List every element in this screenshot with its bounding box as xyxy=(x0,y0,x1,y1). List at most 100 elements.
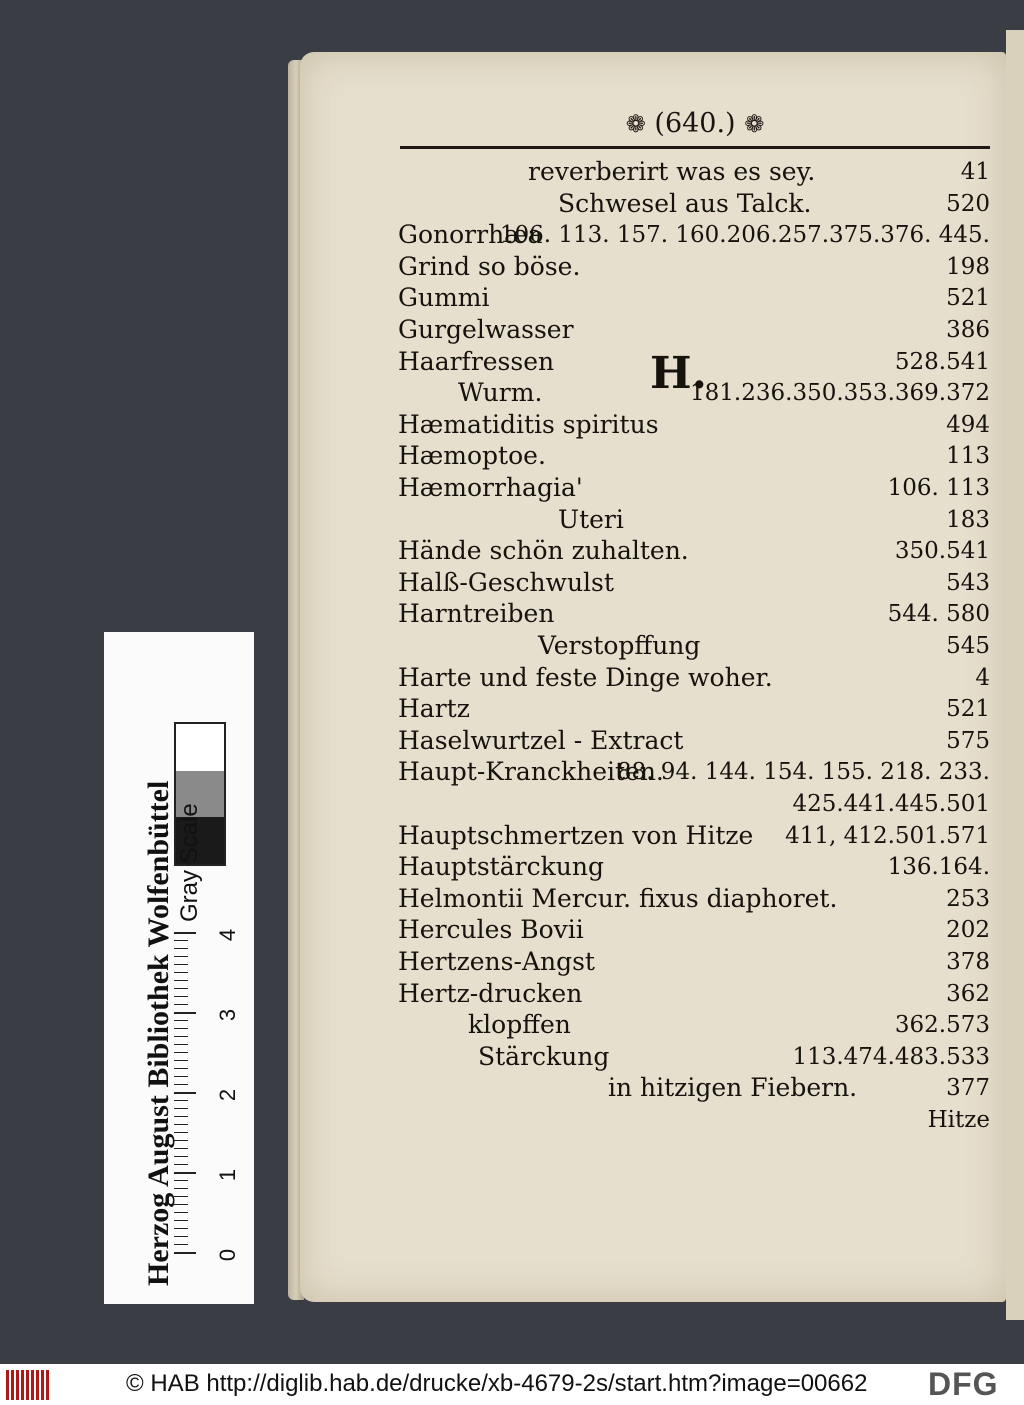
ruler-tick xyxy=(174,948,188,949)
ruler-tick xyxy=(174,1164,188,1165)
header-rule xyxy=(400,146,990,149)
ruler-tick xyxy=(174,1180,188,1181)
index-entry-term: Hæmorrhagia' xyxy=(398,473,583,502)
ruler-tick xyxy=(174,1076,188,1077)
ruler-tick xyxy=(174,1004,188,1005)
index-entry-pages: 202 xyxy=(946,917,990,944)
ruler-tick xyxy=(174,1204,188,1205)
ruler-tick-label: 3 xyxy=(215,1008,241,1022)
ornament-right-icon: ❁ xyxy=(744,110,765,138)
ruler-tick xyxy=(174,1156,188,1157)
ruler-tick xyxy=(174,1052,188,1053)
index-entry-pages: 136.164. xyxy=(887,854,990,881)
gray-scale-swatch xyxy=(174,722,226,866)
gray-scale-label: Gray Scale xyxy=(176,803,203,922)
index-entry-term: Haarfressen xyxy=(398,346,555,376)
index-entry-pages: 411, 412.501.571 xyxy=(785,822,990,849)
gray-swatch-white xyxy=(176,724,224,771)
ruler-tick xyxy=(174,932,196,934)
ruler-tick xyxy=(174,1220,188,1221)
ruler-tick xyxy=(174,1116,188,1117)
index-entry-pages: 113.474.483.533 xyxy=(792,1043,990,1070)
index-entry-term: reverberirt was es sey. xyxy=(528,157,816,186)
index-entry-pages: 88. 94. 144. 154. 155. 218. 233. xyxy=(616,759,990,786)
index-entry-pages: 4 xyxy=(975,664,990,691)
ruler-tick xyxy=(174,988,188,989)
index-entry-pages: 113 xyxy=(946,443,990,470)
index-entry-term: Grind so böse. xyxy=(398,251,581,281)
index-entry-term: Hände schön zuhalten. xyxy=(398,536,689,566)
ruler-tick xyxy=(174,1140,188,1141)
ruler-tick xyxy=(174,1124,188,1125)
index-entry-term: Hertzens-Angst xyxy=(398,947,595,976)
ruler-tick xyxy=(174,1244,188,1245)
page-number: (640.) xyxy=(654,108,736,139)
index-entry-term: Halß-Geschwulst xyxy=(398,567,614,597)
index-entry-term: Hauptstärckung xyxy=(398,852,604,882)
library-name: Herzog August Bibliothek Wolfenbüttel xyxy=(142,780,175,1286)
ruler-tick xyxy=(174,996,188,997)
ruler-tick xyxy=(174,1012,196,1014)
index-entry-pages: Hitze xyxy=(927,1107,990,1133)
ruler-tick xyxy=(174,1108,188,1109)
ruler-tick xyxy=(174,940,188,941)
index-entry-term: Helmontii Mercur. fixus diaphoret. xyxy=(398,883,838,913)
ruler-ticks xyxy=(174,932,214,1254)
ruler-tick-label: 4 xyxy=(215,928,241,942)
ruler-tick xyxy=(174,956,188,957)
ruler-tick xyxy=(174,1196,188,1197)
index-entry-pages: 521 xyxy=(946,696,990,723)
book-page xyxy=(300,52,1006,1302)
index-entry-term: Schwesel aus Talck. xyxy=(558,188,812,218)
index-entry-term: in hitzigen Fiebern. xyxy=(608,1073,858,1103)
section-letter: H. xyxy=(650,348,707,399)
ruler-tick xyxy=(174,1236,188,1237)
ruler-tick xyxy=(174,1172,196,1174)
index-entry-pages: 377 xyxy=(946,1075,990,1102)
ornament-left-icon: ❁ xyxy=(625,110,646,138)
index-entry-pages: 494 xyxy=(946,411,990,438)
ruler-tick xyxy=(174,1188,188,1189)
ruler-tick xyxy=(174,1044,188,1045)
ruler-tick xyxy=(174,1028,188,1029)
index-entry-pages: 543 xyxy=(946,569,990,596)
color-ruler: Herzog August Bibliothek Wolfenbüttel Gr… xyxy=(104,632,254,1304)
index-entry-pages: 425.441.445.501 xyxy=(792,791,990,817)
index-entry-pages: 378 xyxy=(946,949,990,975)
footer-url-link[interactable]: © HAB http://diglib.hab.de/drucke/xb-467… xyxy=(126,1370,868,1397)
index-entry-term: Hæmoptoe. xyxy=(398,441,546,471)
ruler-tick xyxy=(174,1020,188,1021)
ruler-tick xyxy=(174,1148,188,1149)
index-entry-term: Harntreiben xyxy=(398,599,555,629)
index-entry-pages: 183 xyxy=(946,506,990,533)
ruler-tick xyxy=(174,1252,196,1254)
dfg-logo: DFG xyxy=(928,1366,999,1402)
ruler-tick xyxy=(174,1100,188,1101)
index-entry-pages: 520 xyxy=(946,190,990,217)
index-entry-pages: 253 xyxy=(946,885,990,912)
gray-swatch-mid xyxy=(176,770,224,818)
ruler-tick xyxy=(174,1036,188,1037)
index-entry-term: Haselwurtzel - Extract xyxy=(398,725,684,755)
index-entry-pages: 198 xyxy=(946,253,990,280)
index-entry-term: Hauptschmertzen von Hitze xyxy=(398,820,754,850)
hab-logo-icon xyxy=(6,1370,52,1400)
index-entry-term: Gummi xyxy=(398,283,490,313)
index-entry-term: Hercules Bovii xyxy=(398,915,584,945)
ruler-tick-label: 2 xyxy=(215,1088,241,1102)
index-entry-term: Hertz-drucken xyxy=(398,978,583,1008)
ruler-tick-label: 0 xyxy=(215,1248,241,1262)
ruler-tick xyxy=(174,972,188,973)
index-entry-pages: 521 xyxy=(946,285,990,312)
index-entry-pages: 575 xyxy=(946,727,990,754)
index-entry-term: Haupt-Kranckheiten. xyxy=(398,757,664,787)
footer-bar: © HAB http://diglib.hab.de/drucke/xb-467… xyxy=(0,1364,1024,1405)
ruler-tick xyxy=(174,1212,188,1213)
ruler-tick-label: 1 xyxy=(215,1168,241,1182)
index-entry-term: Uteri xyxy=(558,504,624,534)
page-header: ❁ (640.) ❁ xyxy=(400,104,990,148)
index-entry-pages: 362.573 xyxy=(894,1012,990,1039)
next-page-edge xyxy=(1006,30,1024,1320)
index-entry-term: Hæmatiditis spiritus xyxy=(398,409,659,439)
index-entry-term: Gonorrhæa xyxy=(398,220,543,250)
